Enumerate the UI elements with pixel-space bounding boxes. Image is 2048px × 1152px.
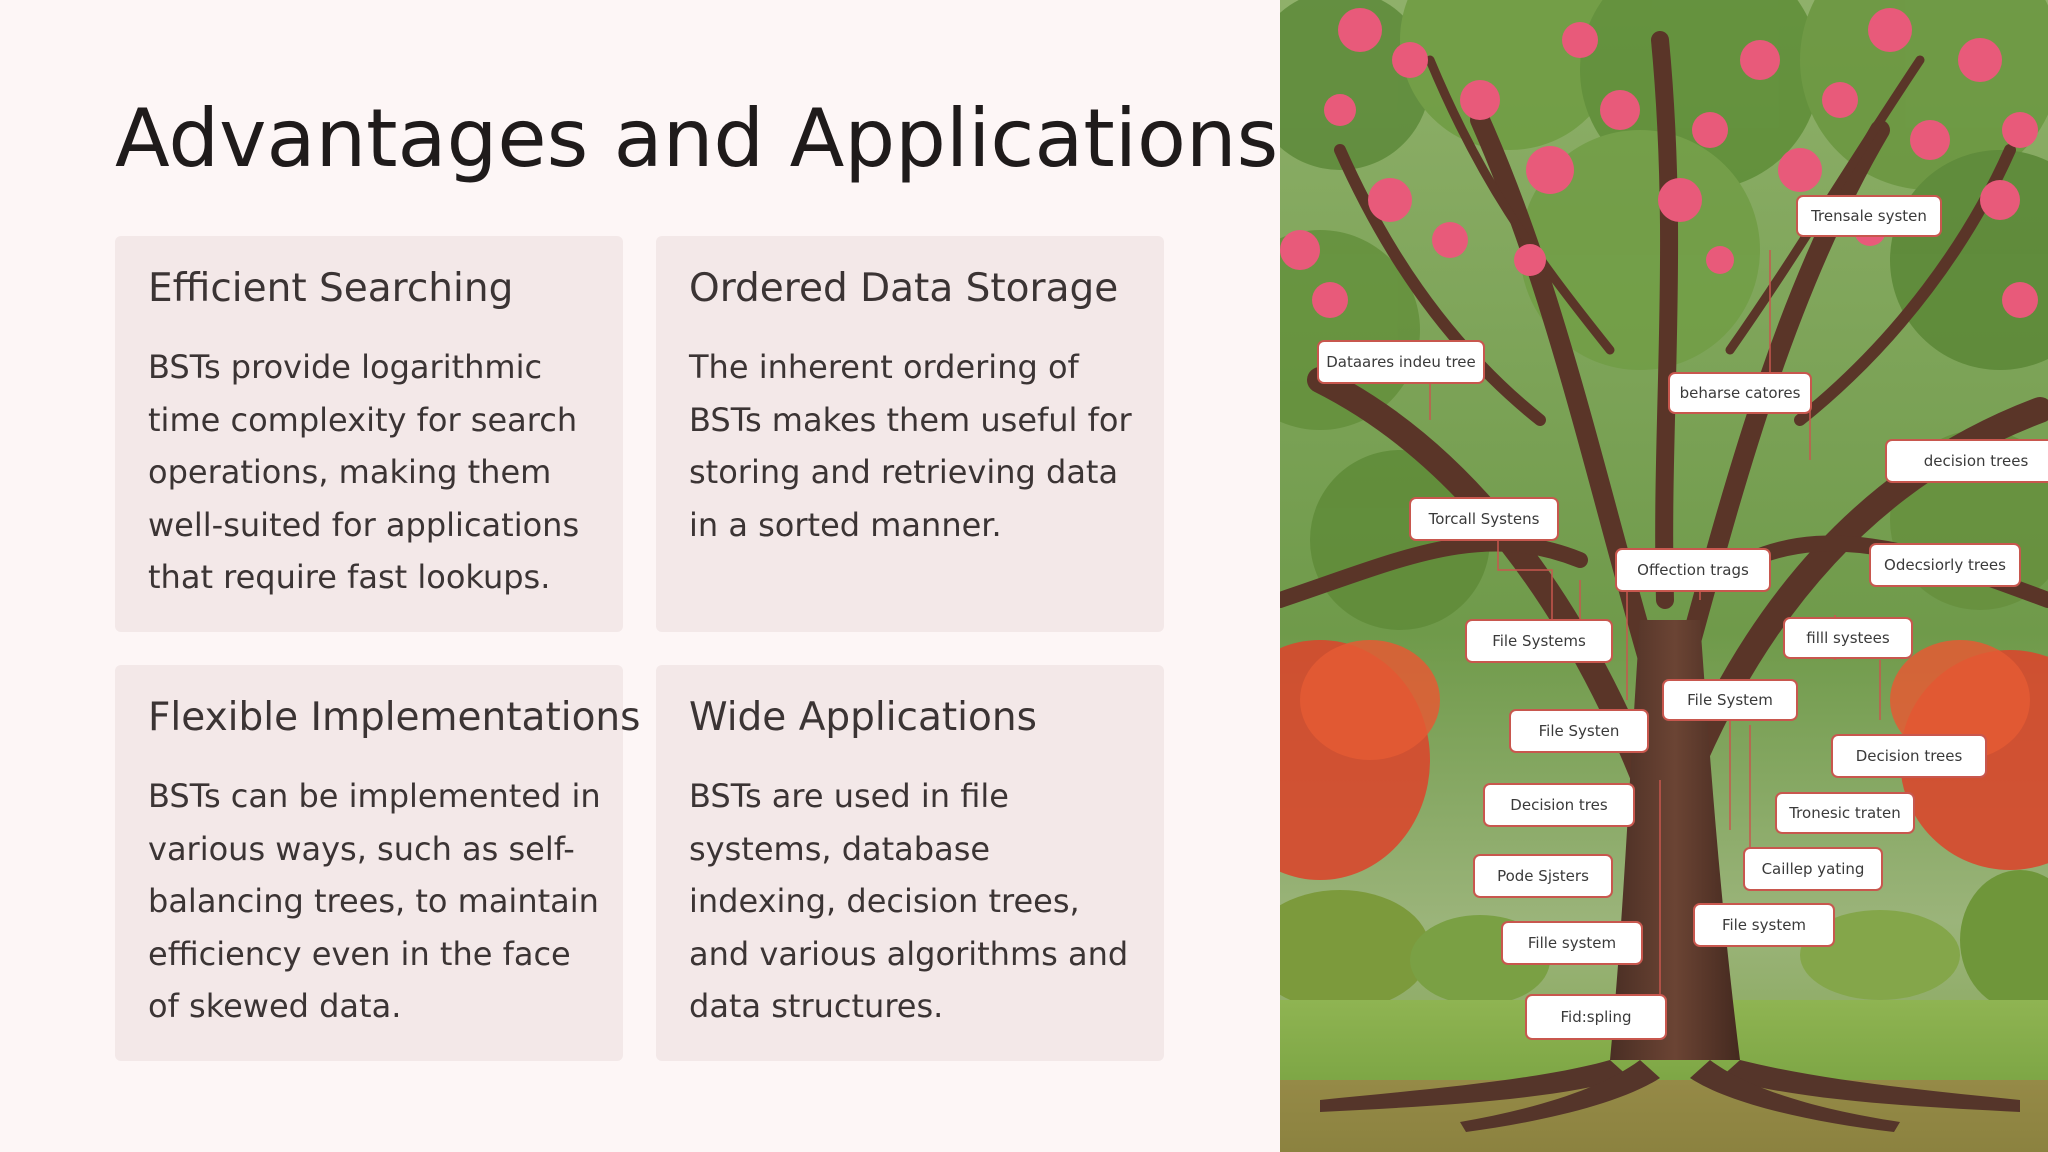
card-heading: Wide Applications [689, 695, 1037, 740]
svg-text:Fille system: Fille system [1528, 934, 1616, 952]
card-heading: Ordered Data Storage [689, 266, 1119, 311]
card-efficient-searching: Efficient Searching BSTs provide logarit… [115, 236, 623, 632]
pink-blossoms [1280, 8, 2038, 318]
svg-text:File System: File System [1687, 691, 1773, 709]
tag-2: beharse catores [1668, 372, 1812, 414]
card-heading: Flexible Implementations [148, 695, 641, 740]
card-body: BSTs provide logarithmic time complexity… [148, 348, 580, 596]
svg-text:Odecsiorly trees: Odecsiorly trees [1884, 556, 2006, 574]
card-ordered-data-storage: Ordered Data Storage The inherent orderi… [656, 236, 1164, 632]
svg-text:Fid:spling: Fid:spling [1561, 1008, 1632, 1026]
svg-text:Offection trags: Offection trags [1637, 561, 1749, 579]
svg-text:Caillep yating: Caillep yating [1762, 860, 1865, 878]
svg-text:Trensale systen: Trensale systen [1810, 207, 1927, 225]
tag-8: filll systees [1783, 617, 1913, 659]
content-panel: Advantages and Applications Efficient Se… [115, 92, 1279, 1061]
tag-6: Odecsiorly trees [1869, 543, 2021, 587]
card-body: The inherent ordering of BSTs makes them… [689, 348, 1132, 544]
tag-0: Trensale systen [1796, 195, 1942, 237]
tag-14: Pode Sjsters [1473, 854, 1613, 898]
tree-roots [1320, 1060, 2020, 1132]
tag-9: File System [1662, 679, 1798, 721]
shrubs [1280, 870, 2048, 1010]
svg-text:File Systems: File Systems [1492, 632, 1586, 650]
svg-text:File system: File system [1722, 916, 1806, 934]
tree-illustration: Trensale systen Dataares indeu tree beha… [1280, 0, 2048, 1152]
tag-13: Tronesic traten [1775, 792, 1915, 834]
svg-text:Decision tres: Decision tres [1510, 796, 1608, 814]
tag-11: Decision trees [1831, 734, 1987, 778]
svg-text:filll systees: filll systees [1806, 629, 1890, 647]
tag-15: Caillep yating [1743, 847, 1883, 891]
page-title: Advantages and Applications [115, 92, 1279, 185]
tag-17: Fille system [1501, 921, 1643, 965]
svg-text:File Systen: File Systen [1539, 722, 1620, 740]
svg-text:decision trees: decision trees [1924, 452, 2029, 470]
svg-text:Torcall Systens: Torcall Systens [1428, 510, 1540, 528]
svg-text:Tronesic traten: Tronesic traten [1788, 804, 1901, 822]
tag-4: Torcall Systens [1409, 497, 1559, 541]
tag-12: Decision tres [1483, 783, 1635, 827]
tag-16: File system [1693, 903, 1835, 947]
card-flexible-implementations: Flexible Implementations BSTs can be imp… [115, 665, 641, 1061]
card-body: BSTs are used in file systems, database … [689, 777, 1129, 1025]
tag-7: File Systems [1465, 619, 1613, 663]
tree-image: Trensale systen Dataares indeu tree beha… [1280, 0, 2048, 1152]
card-heading: Efficient Searching [148, 266, 514, 311]
svg-text:Pode Sjsters: Pode Sjsters [1497, 867, 1589, 885]
svg-text:Decision trees: Decision trees [1856, 747, 1963, 765]
card-wide-applications: Wide Applications BSTs are used in file … [656, 665, 1164, 1061]
svg-text:beharse catores: beharse catores [1680, 384, 1801, 402]
tag-18: Fid:spling [1525, 994, 1667, 1040]
tag-3: decision trees [1885, 439, 2048, 483]
tag-5: Offection trags [1615, 548, 1771, 592]
tag-1: Dataares indeu tree [1317, 340, 1485, 384]
svg-text:Dataares indeu tree: Dataares indeu tree [1326, 353, 1476, 371]
card-body: BSTs can be implemented in various ways,… [148, 777, 601, 1025]
tag-10: File Systen [1509, 709, 1649, 753]
